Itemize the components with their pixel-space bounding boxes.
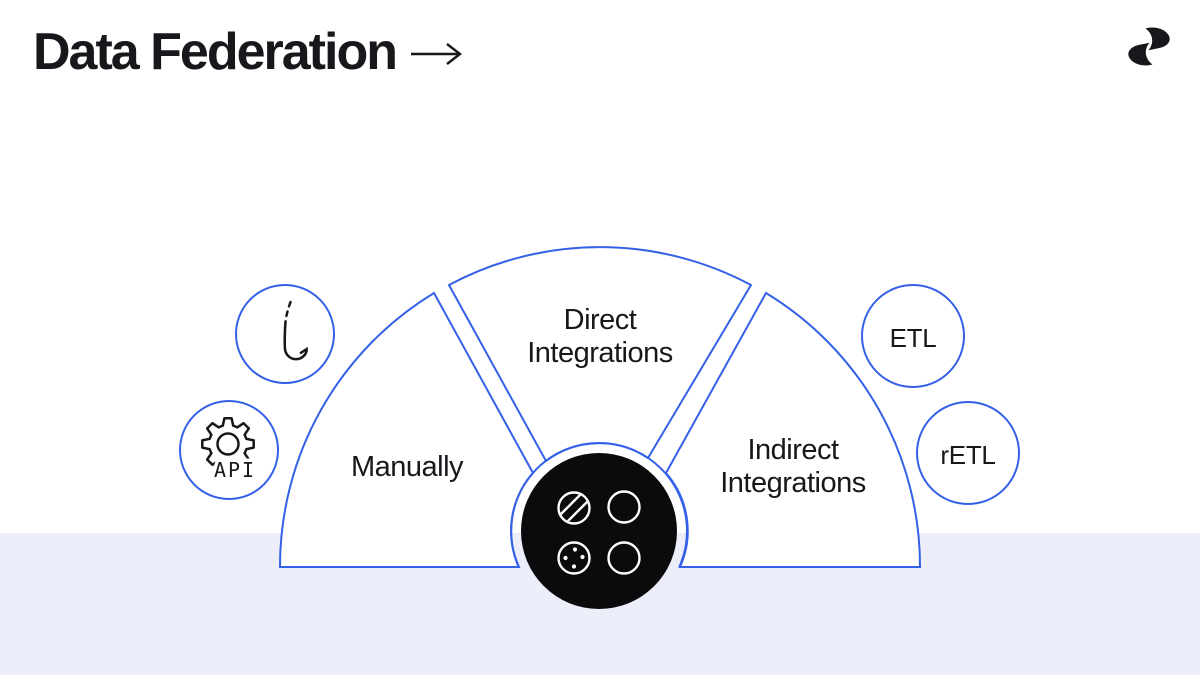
fishhook-icon <box>283 300 308 361</box>
outline-circle-icon <box>607 490 641 524</box>
dual-fin-logo-icon <box>1128 27 1170 66</box>
api-label: API <box>214 458 256 482</box>
segment-label-manually: Manually <box>351 451 464 483</box>
satellite-etl: ETL <box>861 284 965 388</box>
page-title: Data Federation <box>33 23 398 81</box>
outline-circle-icon <box>607 541 641 575</box>
gear-icon <box>201 417 255 471</box>
right-arrow-icon <box>411 43 462 65</box>
retl-label: rETL <box>940 440 995 470</box>
segment-label-indirect-line1: Indirect <box>747 434 839 466</box>
satellite-webhook <box>235 284 335 384</box>
hub-ring <box>510 442 688 567</box>
hub-circle <box>521 453 677 609</box>
segment-label-direct-line1: Direct <box>564 304 637 336</box>
segment-label-indirect-line2: Integrations <box>720 467 866 499</box>
satellite-api: API <box>179 400 279 500</box>
api-circle <box>179 400 279 500</box>
hub-icons <box>557 490 641 575</box>
segment-label-direct-line2: Integrations <box>527 337 673 369</box>
satellite-retl: rETL <box>916 401 1020 505</box>
striped-circle-icon <box>557 491 591 525</box>
dotted-circle-icon <box>557 541 591 575</box>
retl-circle <box>916 401 1020 505</box>
etl-label: ETL <box>890 323 937 353</box>
etl-circle <box>861 284 965 388</box>
